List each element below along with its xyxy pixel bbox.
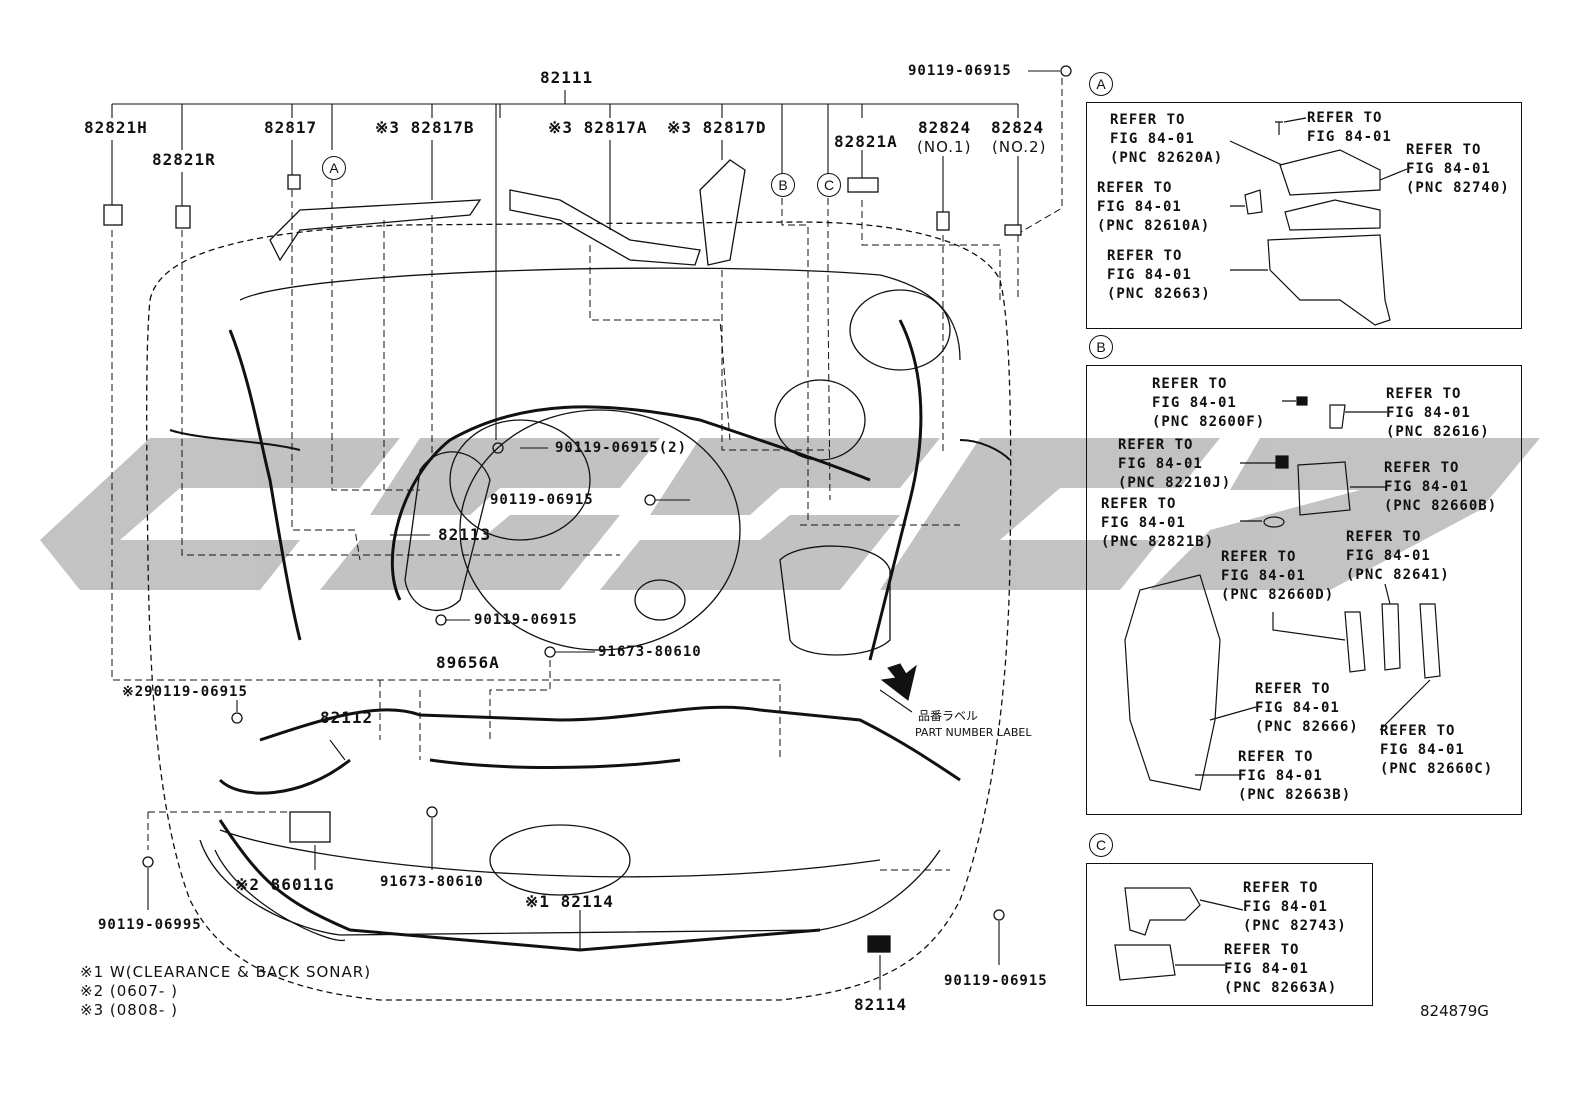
panel-c-letter: C <box>1089 833 1113 857</box>
panel-b-ref-82210j: REFER TO FIG 84-01 (PNC 82210J) <box>1118 437 1232 491</box>
panel-a <box>1086 102 1522 329</box>
part-82817b: ※3 82817B <box>375 118 475 137</box>
part-82112: 82112 <box>320 708 374 727</box>
panel-b-ref-82616: REFER TO FIG 84-01 (PNC 82616) <box>1386 386 1490 440</box>
part-90119-x2: 90119-06915(2) <box>555 440 688 456</box>
part-82824-no1: 82824 <box>918 118 972 137</box>
figure-id: 824879G <box>1420 1002 1489 1020</box>
panel-a-letter: A <box>1089 72 1113 96</box>
part-90119-low: 90119-06915 <box>474 612 578 628</box>
dashed-leaders <box>111 78 1063 871</box>
part-91673-b: 91673-80610 <box>380 874 484 890</box>
part-82821a: 82821A <box>834 132 898 151</box>
engine-bay-outline <box>103 65 1072 1001</box>
part-label-arrow <box>880 663 917 701</box>
panel-c <box>1086 863 1373 1006</box>
note-2: ※2 (0607- ) <box>80 982 178 1000</box>
note-3: ※3 (0808- ) <box>80 1001 178 1019</box>
panel-a-ref-top: REFER TO FIG 84-01 <box>1307 110 1392 145</box>
part-82824-no2: 82824 <box>991 118 1045 137</box>
part-86011g: ※2 86011G <box>235 875 335 894</box>
part-90119-right: 90119-06915 <box>944 973 1048 989</box>
part-90119-06995: 90119-06995 <box>98 917 202 933</box>
part-label-jp: 品番ラベル <box>918 709 979 723</box>
part-91673-a: 91673-80610 <box>598 644 702 660</box>
panel-b-ref-82666: REFER TO FIG 84-01 (PNC 82666) <box>1255 681 1359 735</box>
part-89656a: 89656A <box>436 653 500 672</box>
part-82817: 82817 <box>264 118 318 137</box>
inset-sketches <box>1114 117 1441 981</box>
panel-b-ref-82821b: REFER TO FIG 84-01 (PNC 82821B) <box>1101 496 1215 550</box>
part-90119-left: ※290119-06915 <box>122 684 248 700</box>
panel-a-ref-82610a: REFER TO FIG 84-01 (PNC 82610A) <box>1097 180 1211 234</box>
part-82824-no2-note: (NO.2) <box>992 138 1047 156</box>
panel-b-ref-82641: REFER TO FIG 84-01 (PNC 82641) <box>1346 529 1450 583</box>
panel-c-ref-82663a: REFER TO FIG 84-01 (PNC 82663A) <box>1224 942 1338 996</box>
panel-c-ref-82743: REFER TO FIG 84-01 (PNC 82743) <box>1243 880 1347 934</box>
callout-b: B <box>771 173 795 197</box>
note-1: ※1 W(CLEARANCE & BACK SONAR) <box>80 963 372 981</box>
panel-b-ref-82660b: REFER TO FIG 84-01 (PNC 82660B) <box>1384 460 1498 514</box>
panel-b <box>1086 365 1522 815</box>
part-82114: 82114 <box>854 995 908 1014</box>
part-82114-sonar: ※1 82114 <box>525 892 614 911</box>
part-82113: 82113 <box>438 525 492 544</box>
watermark <box>40 438 1540 590</box>
panel-b-letter: B <box>1089 335 1113 359</box>
part-82821h: 82821H <box>84 118 148 137</box>
part-82821r: 82821R <box>152 150 216 169</box>
panel-a-ref-82663: REFER TO FIG 84-01 (PNC 82663) <box>1107 248 1211 302</box>
part-82817d: ※3 82817D <box>667 118 767 137</box>
panel-b-ref-82663b: REFER TO FIG 84-01 (PNC 82663B) <box>1238 749 1352 803</box>
panel-b-ref-82660d: REFER TO FIG 84-01 (PNC 82660D) <box>1221 549 1335 603</box>
part-82824-no1-note: (NO.1) <box>917 138 972 156</box>
panel-a-ref-82740: REFER TO FIG 84-01 (PNC 82740) <box>1406 142 1510 196</box>
panel-a-ref-82620a: REFER TO FIG 84-01 (PNC 82620A) <box>1110 112 1224 166</box>
callout-a: A <box>322 156 346 180</box>
callout-c: C <box>817 173 841 197</box>
panel-b-ref-82660c: REFER TO FIG 84-01 (PNC 82660C) <box>1380 723 1494 777</box>
part-90119-mid: 90119-06915 <box>490 492 594 508</box>
part-label-en: PART NUMBER LABEL <box>915 726 1032 739</box>
part-82817a: ※3 82817A <box>548 118 648 137</box>
panel-b-ref-82600f: REFER TO FIG 84-01 (PNC 82600F) <box>1152 376 1266 430</box>
part-82111: 82111 <box>540 68 594 87</box>
part-90119-top: 90119-06915 <box>908 63 1012 79</box>
leader-lines <box>111 70 1060 990</box>
